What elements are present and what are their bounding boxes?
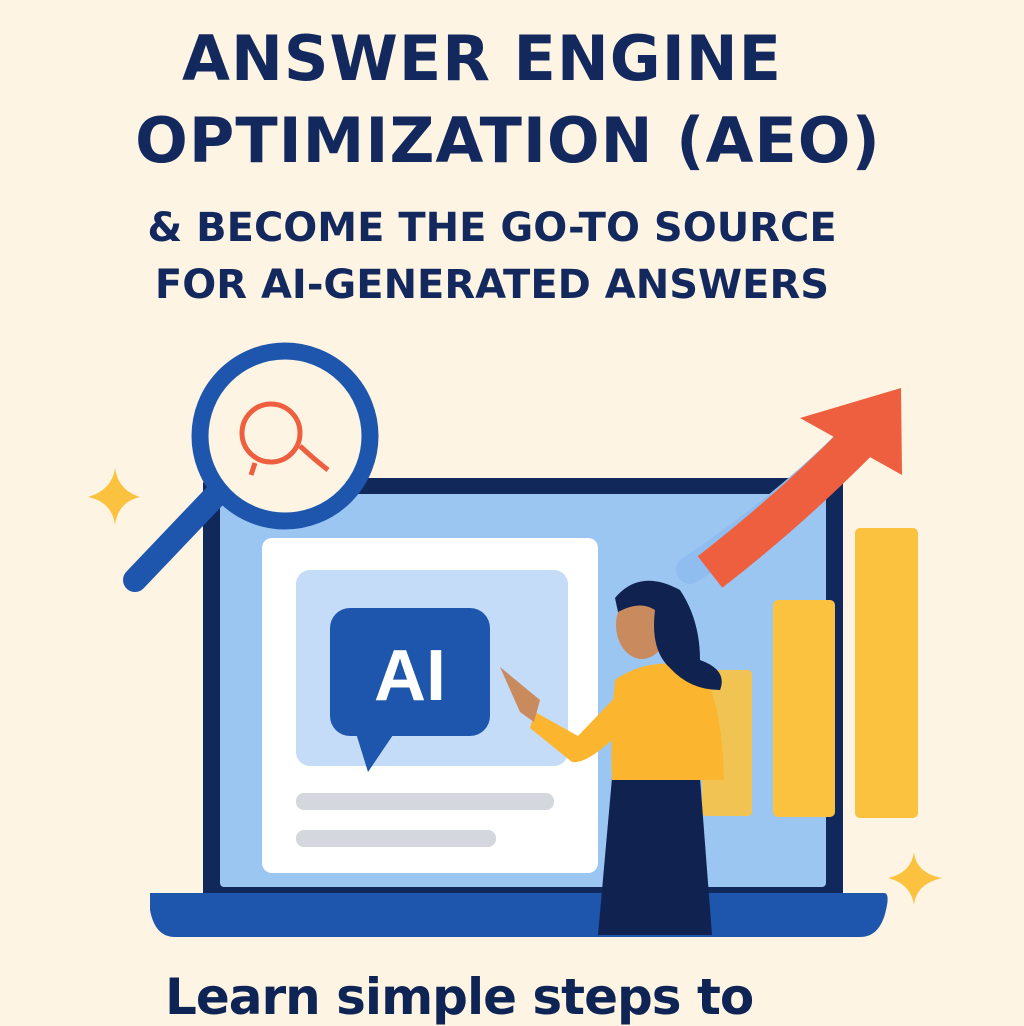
trend-arrow-icon: [676, 388, 902, 588]
ai-bubble-label: AI: [374, 636, 446, 716]
subheadline-line-2: FOR AI-GENERATED ANSWERS: [154, 262, 830, 308]
headline-line-1: ANSWER ENGINE: [181, 22, 783, 95]
search-q-icon: [239, 401, 330, 476]
magnifier-icon: [123, 342, 379, 592]
subheadline-line-1: & BECOME THE GO-TO SOURCE: [147, 205, 837, 251]
headline-line-2: OPTIMIZATION (AEO): [135, 104, 881, 177]
ai-chat-bubble-icon: AI: [330, 608, 490, 772]
person-pointing: [500, 580, 724, 935]
sparkle-icon: [888, 852, 942, 905]
footer-text: Learn simple steps to: [165, 968, 754, 1026]
sparkle-icon: [88, 468, 140, 525]
